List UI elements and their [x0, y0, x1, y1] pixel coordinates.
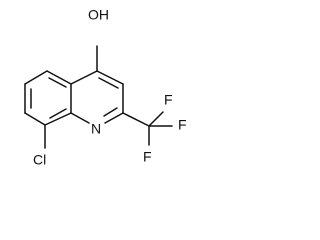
- bond-c7-c6: [24, 70, 48, 85]
- inner-bond-left-ring-3: [49, 108, 67, 119]
- chlorine-label: Cl: [33, 152, 46, 168]
- bond-c2-cf3: [122, 112, 150, 127]
- molecule-structure: OH N Cl F F F: [24, 7, 187, 168]
- nitrogen-label: N: [91, 121, 101, 137]
- bond-c4a-c8a: [44, 112, 72, 126]
- bond-c4-c3: [96, 70, 124, 85]
- hydroxyl-label: OH: [88, 7, 109, 23]
- bond-cf3-f-top: [148, 111, 164, 127]
- inner-bond-left-ring-2: [48, 77, 67, 88]
- bond-c6-c5: [46, 70, 72, 85]
- inner-bond-right-ring-2: [103, 107, 118, 117]
- inner-bond-right-ring-1: [98, 77, 119, 89]
- bond-c4a-c4: [70, 70, 98, 85]
- fluorine-right-label: F: [178, 117, 187, 133]
- bond-n-c8a: [70, 112, 90, 124]
- fluorine-bottom-label: F: [143, 149, 152, 165]
- bond-c8a-c8: [24, 112, 46, 126]
- bond-c2-n: [104, 112, 124, 124]
- fluorine-top-label: F: [164, 92, 173, 108]
